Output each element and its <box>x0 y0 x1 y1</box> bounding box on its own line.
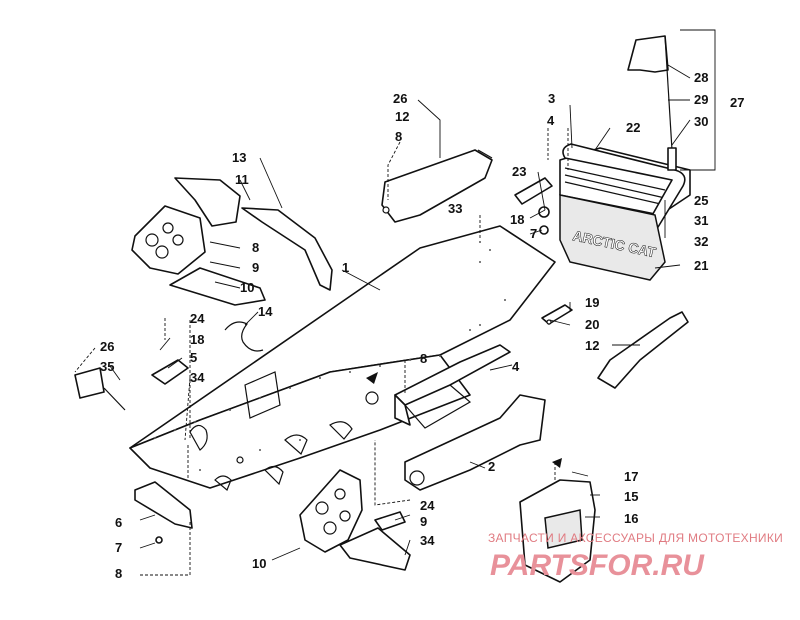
callout-21: 21 <box>694 258 708 273</box>
callout-1: 1 <box>342 260 349 275</box>
callout-32: 32 <box>694 234 708 249</box>
bumper-tube-part <box>514 177 553 235</box>
callout-24a: 24 <box>190 311 205 326</box>
watermark-brand: PARTSFOR.RU <box>490 549 705 582</box>
rear-bumper-part: ARCTIC CAT <box>559 143 691 281</box>
callout-8d: 8 <box>115 566 122 581</box>
callout-4a: 4 <box>547 113 555 128</box>
callout-27: 27 <box>730 95 744 110</box>
callout-2: 2 <box>488 459 495 474</box>
callout-10a: 10 <box>240 280 254 295</box>
callout-13: 13 <box>232 150 246 165</box>
callout-11: 11 <box>235 172 249 187</box>
callout-34b: 34 <box>420 533 435 548</box>
side-plate-part <box>404 394 546 491</box>
callout-12a: 12 <box>395 109 409 124</box>
callout-33: 33 <box>448 201 462 216</box>
callout-23: 23 <box>512 164 526 179</box>
leader-lines <box>74 64 691 576</box>
callout-6: 6 <box>115 515 122 530</box>
callout-18b: 18 <box>510 212 524 227</box>
callout-25: 25 <box>694 193 708 208</box>
callout-24b: 24 <box>420 498 435 513</box>
callout-9b: 9 <box>420 514 427 529</box>
right-lower-cover-part <box>519 458 596 583</box>
callout-9a: 9 <box>252 260 259 275</box>
watermark: ЗАПЧАСТИ И АКСЕССУАРЫ ДЛЯ МОТОТЕХНИКИ PA… <box>488 531 783 582</box>
lower-left-bracket-part <box>134 481 193 544</box>
callout-31: 31 <box>694 213 708 228</box>
callout-17: 17 <box>624 469 638 484</box>
callout-35: 35 <box>100 359 114 374</box>
callout-28: 28 <box>694 70 708 85</box>
main-frame-part <box>129 225 556 491</box>
callout-20: 20 <box>585 317 599 332</box>
callout-26a: 26 <box>393 91 407 106</box>
callout-16: 16 <box>624 511 638 526</box>
callout-4b: 4 <box>512 359 520 374</box>
callout-30: 30 <box>694 114 708 129</box>
callout-26b: 26 <box>100 339 114 354</box>
callout-7b: 7 <box>530 226 537 241</box>
flag-assembly-part <box>627 29 716 171</box>
callout-8b: 8 <box>252 240 259 255</box>
callout-8c: 8 <box>420 351 427 366</box>
callout-19: 19 <box>585 295 599 310</box>
angle-bracket-part <box>394 344 511 429</box>
callout-34a: 34 <box>190 370 205 385</box>
callout-18a: 18 <box>190 332 204 347</box>
small-bracket-part <box>541 304 573 325</box>
callout-8a: 8 <box>395 129 402 144</box>
callout-15: 15 <box>624 489 638 504</box>
callout-10b: 10 <box>252 556 266 571</box>
callout-labels: 1 2 3 4 4 5 6 7 7 8 8 8 8 9 9 10 10 11 1… <box>100 70 744 581</box>
callout-3: 3 <box>548 91 555 106</box>
callout-22: 22 <box>626 120 640 135</box>
right-rail-part <box>597 311 689 389</box>
callout-7a: 7 <box>115 540 122 555</box>
callout-29: 29 <box>694 92 708 107</box>
callout-5: 5 <box>190 350 197 365</box>
top-rail-part <box>381 149 493 223</box>
callout-14: 14 <box>258 304 273 319</box>
callout-12b: 12 <box>585 338 599 353</box>
left-upper-bracket-part <box>131 177 333 306</box>
watermark-tagline: ЗАПЧАСТИ И АКСЕССУАРЫ ДЛЯ МОТОТЕХНИКИ <box>488 531 783 545</box>
lower-center-plate-part <box>299 469 411 571</box>
left-lower-bracket-part <box>74 321 264 411</box>
